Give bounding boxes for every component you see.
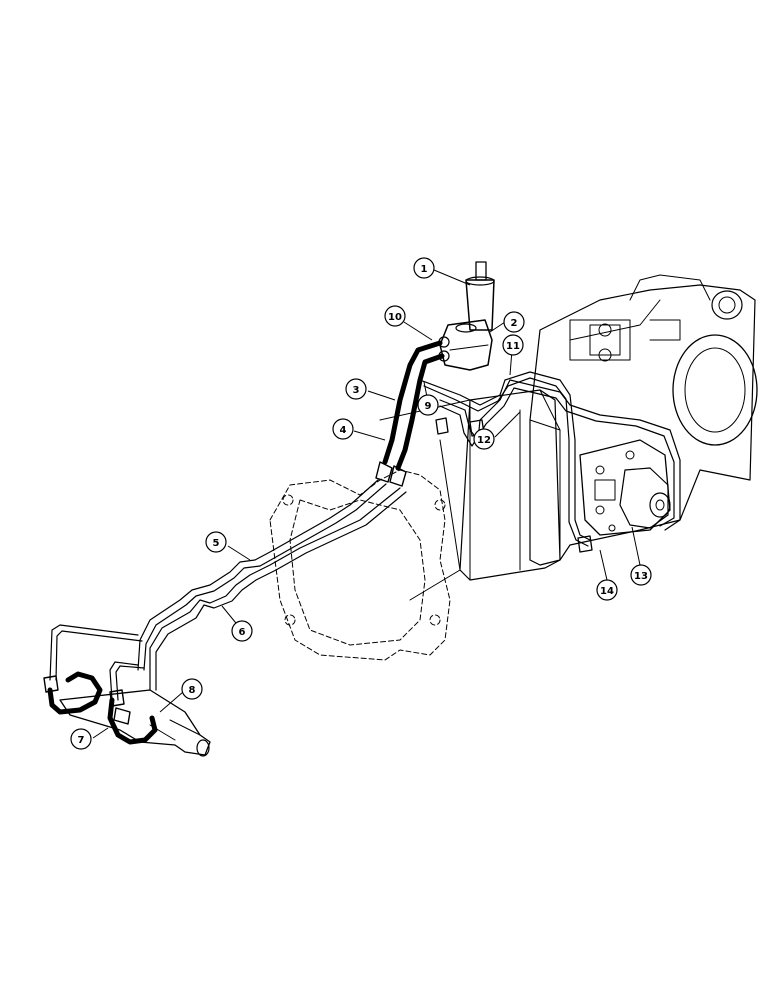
callout-8-label: 8 [189,685,196,696]
steering-valve [438,261,495,371]
leader-lines [92,269,641,739]
callout-3: 3 [345,378,367,400]
callout-9: 9 [417,394,439,416]
callout-13: 13 [630,564,652,586]
callout-1: 1 [413,257,435,279]
callout-11: 11 [502,334,524,356]
callout-12: 12 [473,428,495,450]
front-steering-cylinder [43,671,211,757]
callout-10-label: 10 [388,312,402,323]
callout-1-label: 1 [421,264,428,275]
callout-4-label: 4 [340,425,347,436]
callout-14: 14 [596,579,618,601]
hydraulic-hoses [375,340,445,487]
callout-5: 5 [205,531,227,553]
callout-10: 10 [384,305,406,327]
callout-5-label: 5 [213,538,220,549]
callout-12-label: 12 [477,435,491,446]
callout-4: 4 [332,418,354,440]
callout-3-label: 3 [353,385,360,396]
callout-2-label: 2 [511,318,518,329]
motor-pipes [419,371,681,553]
callout-9-label: 9 [425,401,432,412]
callout-8: 8 [181,678,203,700]
gearbox-housing [379,389,561,601]
rigid-pipes [49,479,407,701]
bell-housing-outline [269,469,451,661]
callout-7: 7 [70,728,92,750]
callout-14-label: 14 [600,586,614,597]
callout-6-label: 6 [239,627,246,638]
callout-7-label: 7 [78,735,85,746]
callout-11-label: 11 [506,341,520,352]
steering-motor [579,439,671,536]
transmission-housing [529,274,758,566]
callout-13-label: 13 [634,571,648,582]
callout-6: 6 [231,620,253,642]
callout-2: 2 [503,311,525,333]
